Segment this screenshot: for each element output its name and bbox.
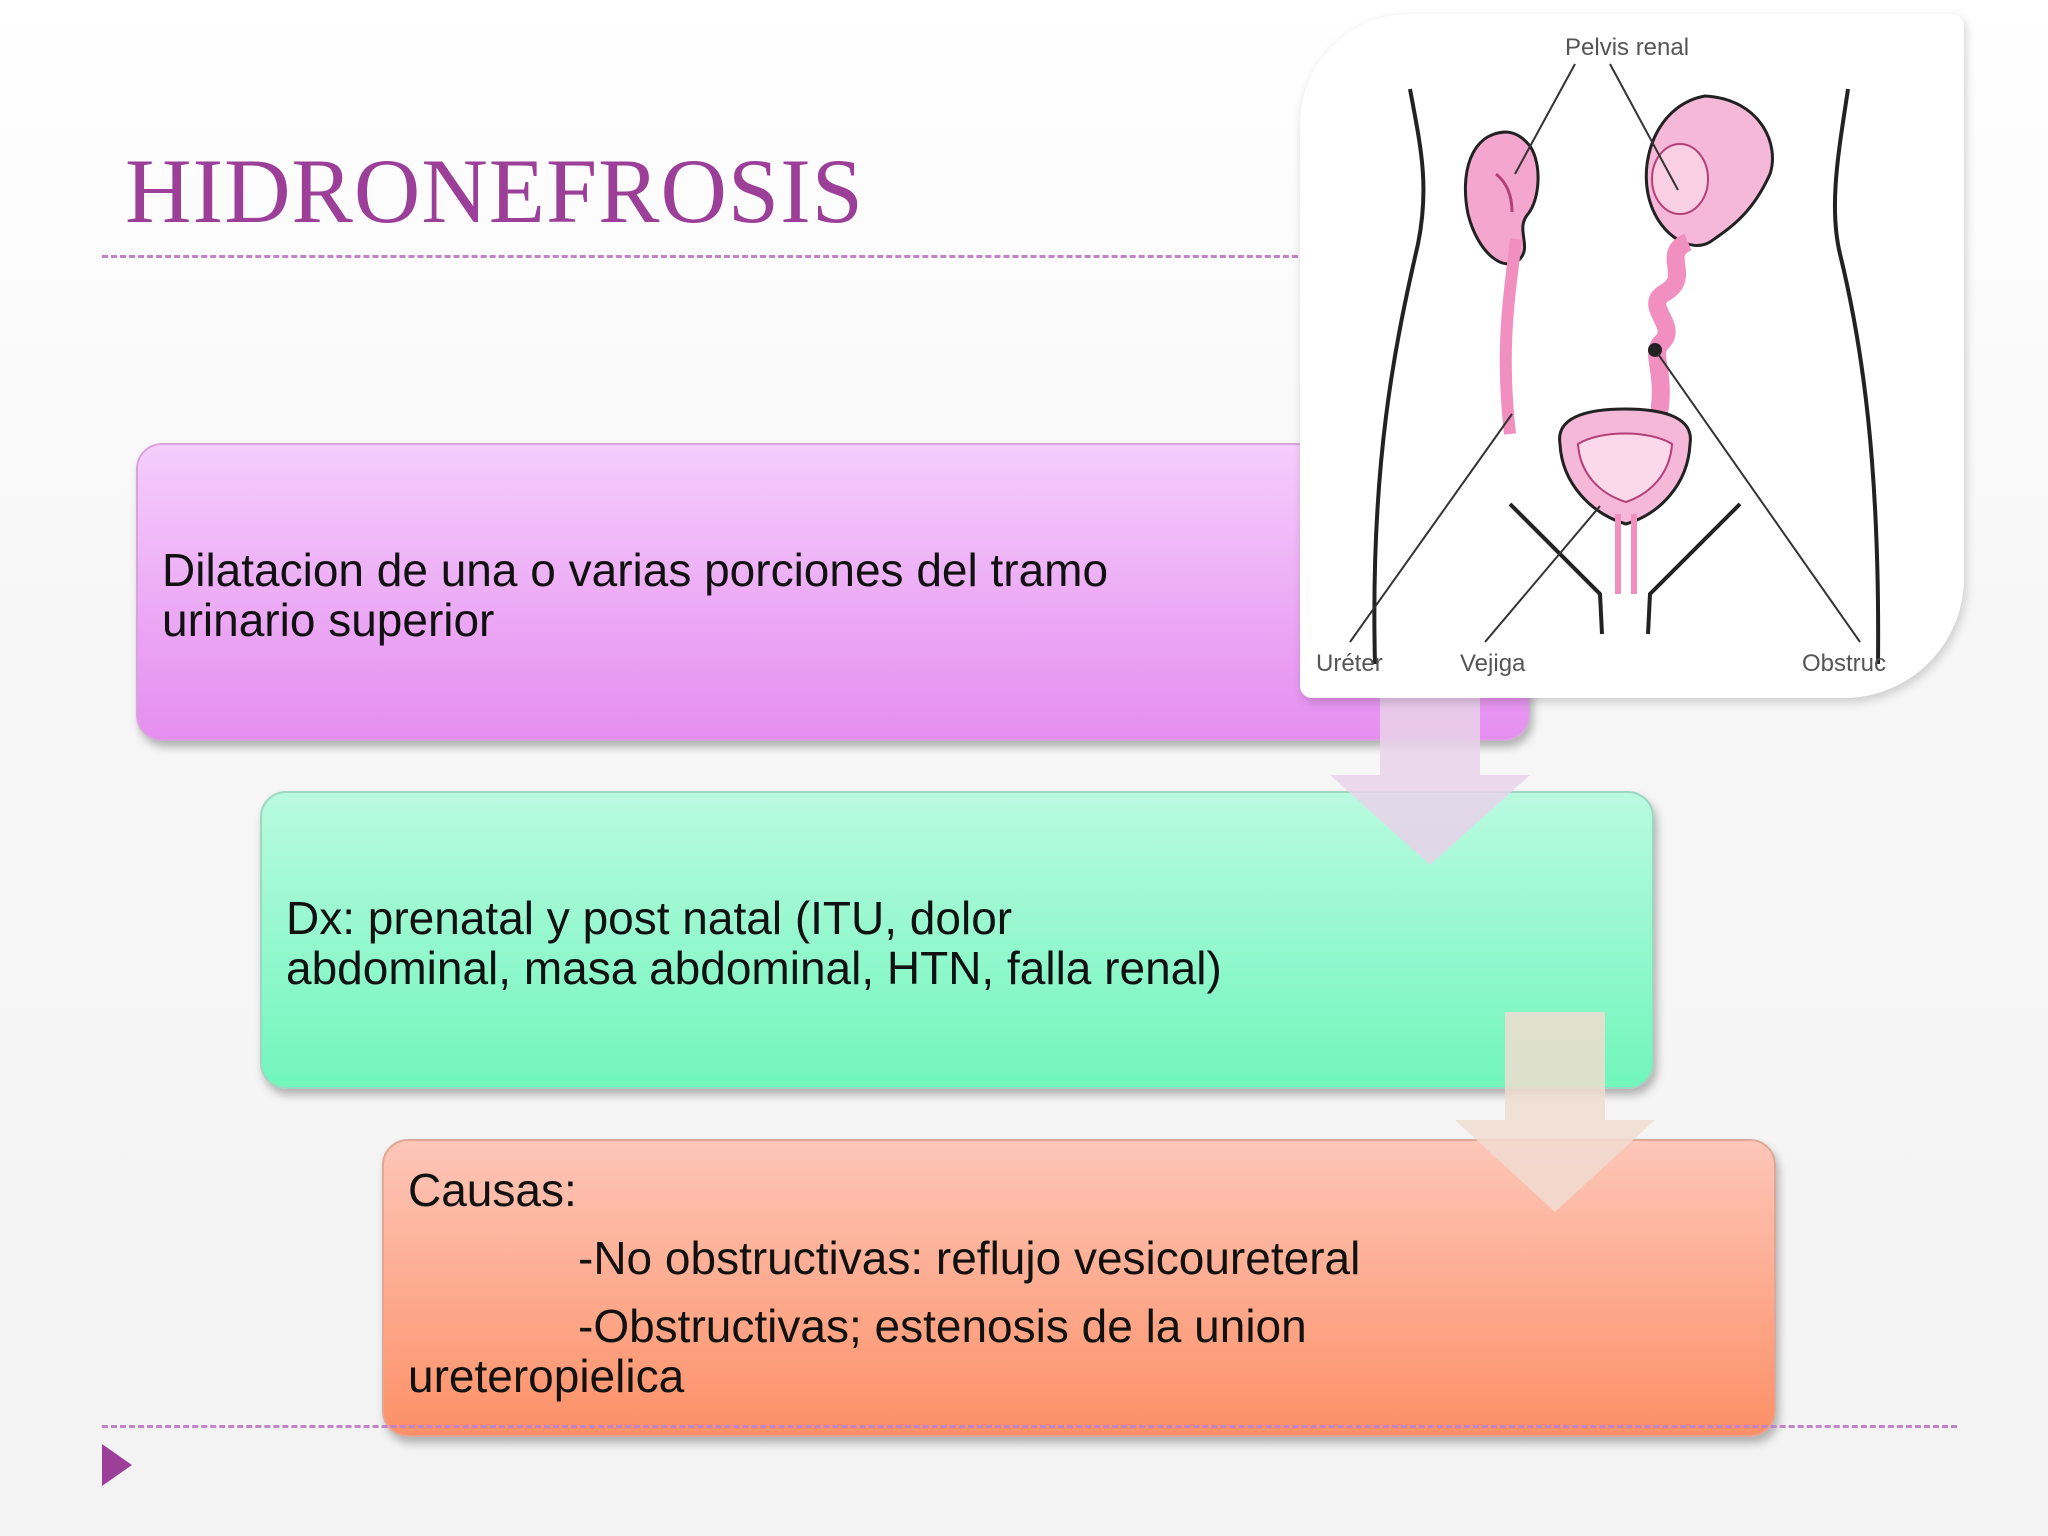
definition-line-1: Dilatacion de una o varias porciones del…: [162, 544, 1109, 596]
flow-arrow-1: [1330, 690, 1530, 865]
label-obstruccion: Obstruc: [1802, 650, 1887, 677]
cause-obstructive-continuation: ureteropielica: [408, 1350, 685, 1402]
definition-box: Dilatacion de una o varias porciones del…: [136, 443, 1530, 741]
diagnosis-line-1: Dx: prenatal y post natal (ITU, dolor: [286, 892, 1013, 944]
cause-obstructive: -Obstructivas; estenosis de la union: [578, 1300, 1307, 1352]
label-vejiga: Vejiga: [1460, 650, 1526, 677]
footer-divider: [102, 1425, 1957, 1428]
causes-heading: Causas:: [408, 1164, 577, 1216]
slide-title: HIDRONEFROSIS: [125, 140, 864, 242]
diagnosis-line-2: abdominal, masa abdominal, HTN, falla re…: [286, 942, 1222, 994]
title-divider: [102, 255, 1352, 258]
definition-line-2: urinario superior: [162, 594, 495, 646]
flow-arrow-2: [1455, 1012, 1655, 1212]
label-ureter: Uréter: [1316, 650, 1383, 677]
kidney-diagram: Pelvis renal Uréter Vejiga Obstruc: [1300, 14, 1964, 698]
slide-bullet-icon: [102, 1444, 132, 1486]
label-pelvis-renal: Pelvis renal: [1565, 34, 1690, 61]
urinary-tract-illustration: [1349, 63, 1881, 665]
cause-non-obstructive: -No obstructivas: reflujo vesicoureteral: [578, 1232, 1361, 1284]
